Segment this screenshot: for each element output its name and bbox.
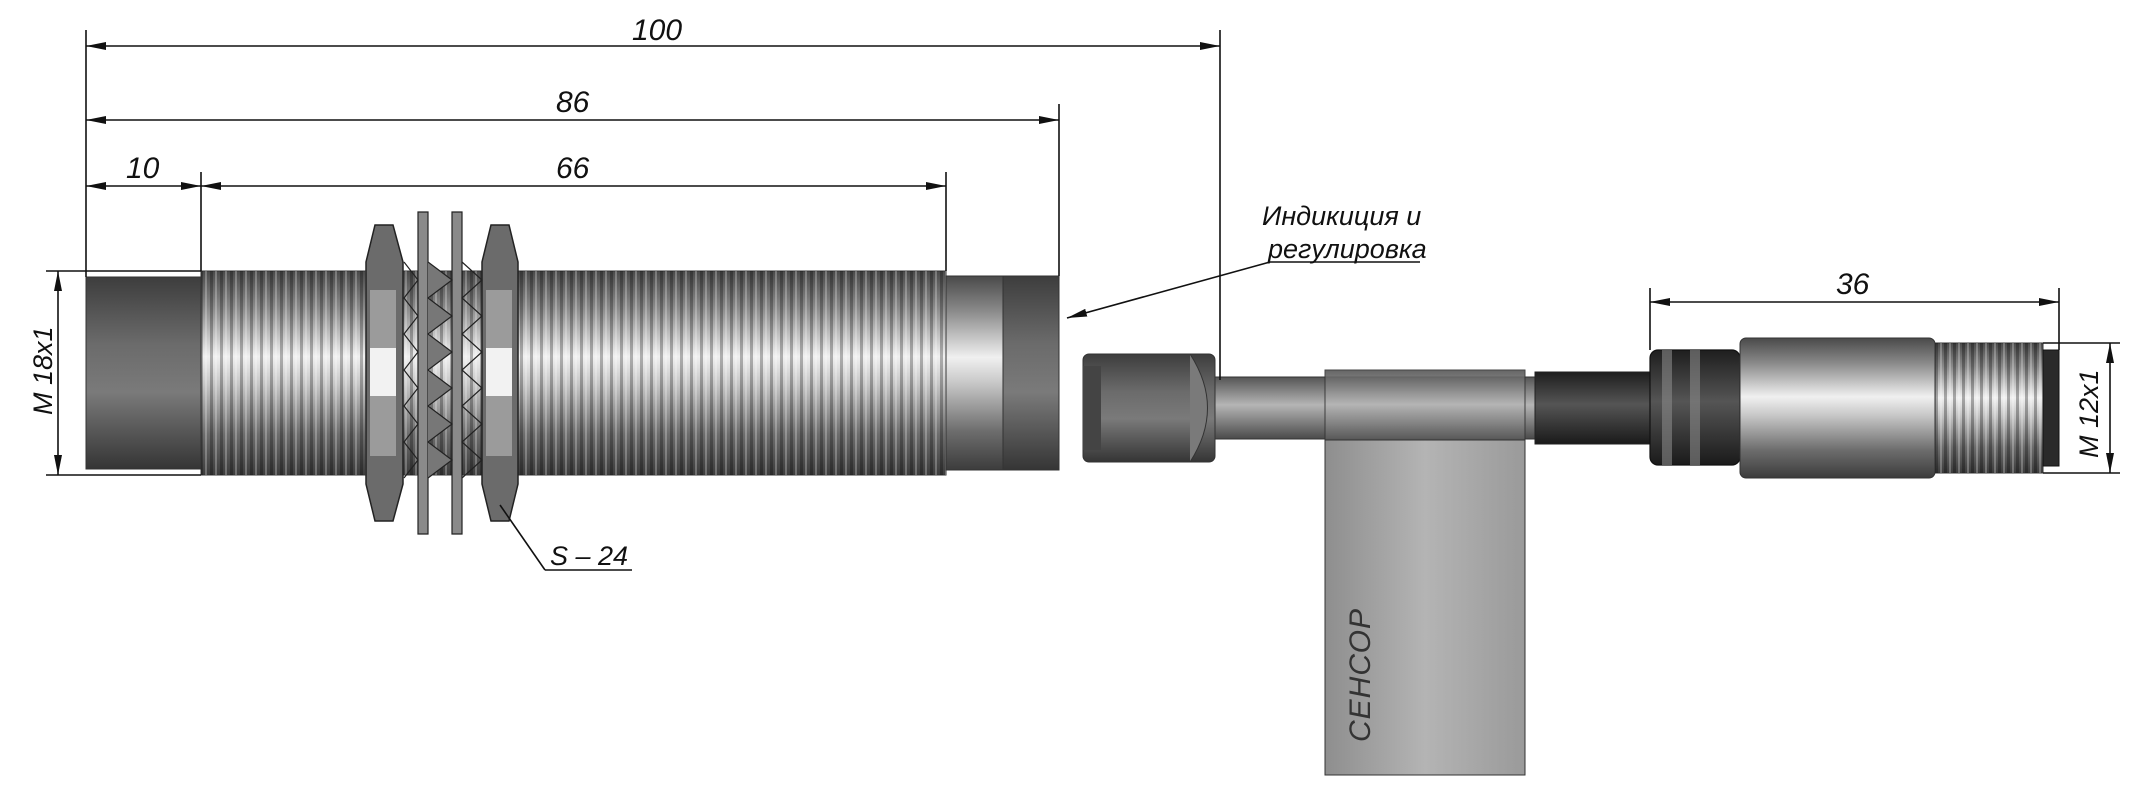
sensing-face	[85, 276, 202, 470]
body-thread-label: M 18x1	[28, 326, 58, 415]
label-tag: СЕНСОР	[1324, 439, 1526, 776]
rear-housing	[945, 275, 1004, 471]
connector-face	[2042, 349, 2060, 467]
lock-washers	[403, 211, 483, 535]
connector-body	[1739, 337, 1936, 479]
dim-connector-value: 36	[1836, 268, 1870, 301]
indication-callout-line2: регулировка	[1267, 234, 1427, 264]
connector-thread-label: M 12x1	[2074, 369, 2104, 458]
dimension-lines: 100 86 10 66 36 M 18x1 M 12x1	[28, 14, 2120, 476]
cable-sleeve	[1324, 369, 1526, 447]
dim-overall-value: 100	[632, 14, 682, 47]
dim-face-value: 10	[126, 152, 160, 185]
cable	[1214, 369, 1651, 447]
m12-connector	[1649, 337, 2060, 479]
dim-thread-value: 66	[556, 152, 590, 185]
wrench-size-callout: S – 24	[550, 541, 628, 571]
mounting-nuts	[365, 211, 519, 535]
cable-dark-segment	[1534, 371, 1651, 445]
dim-housing-value: 86	[556, 86, 590, 119]
indicator-ring	[1002, 275, 1060, 471]
sensor-body	[85, 270, 1216, 476]
label-tag-text: СЕНСОР	[1344, 608, 1377, 742]
indication-callout-line1: Индикиция и	[1262, 201, 1421, 231]
callouts: Индикиция и регулировка S – 24	[499, 201, 1427, 571]
